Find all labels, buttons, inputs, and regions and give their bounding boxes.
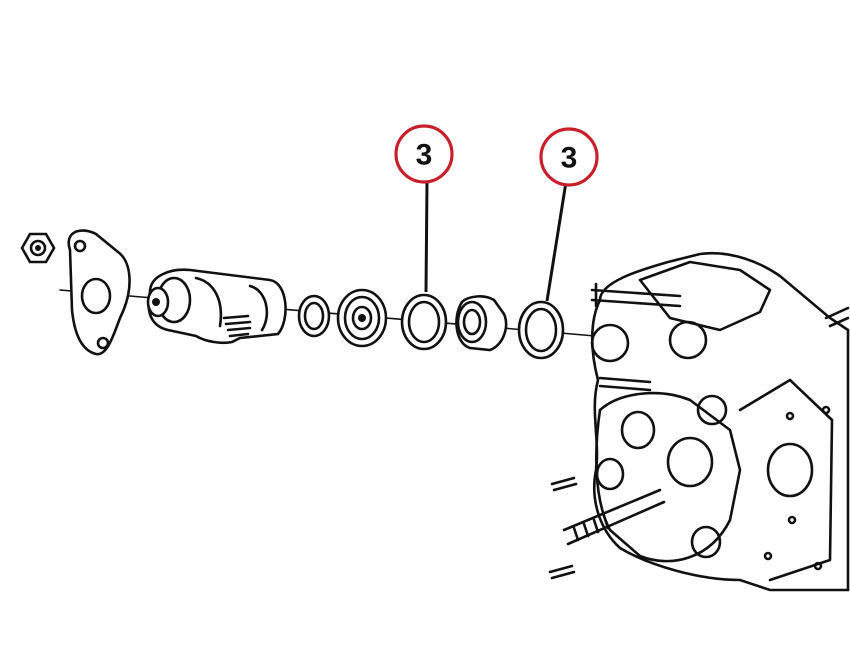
- valve-body: [146, 268, 287, 345]
- callout-3-right: 3: [539, 127, 599, 187]
- o-ring-seal-1: [400, 293, 448, 351]
- hex-nut: [20, 232, 56, 264]
- callout-leader-2: [545, 181, 568, 302]
- small-washer: [297, 294, 331, 338]
- callout-label: 3: [561, 142, 578, 175]
- pump-housing: [548, 251, 850, 592]
- callout-3-left: 3: [394, 124, 454, 184]
- o-ring-seal-2: [517, 300, 565, 360]
- callout-leader-1: [424, 181, 429, 293]
- bearing: [336, 288, 388, 348]
- bushing: [455, 295, 508, 352]
- flange-gasket: [67, 229, 131, 356]
- callout-label: 3: [416, 139, 433, 172]
